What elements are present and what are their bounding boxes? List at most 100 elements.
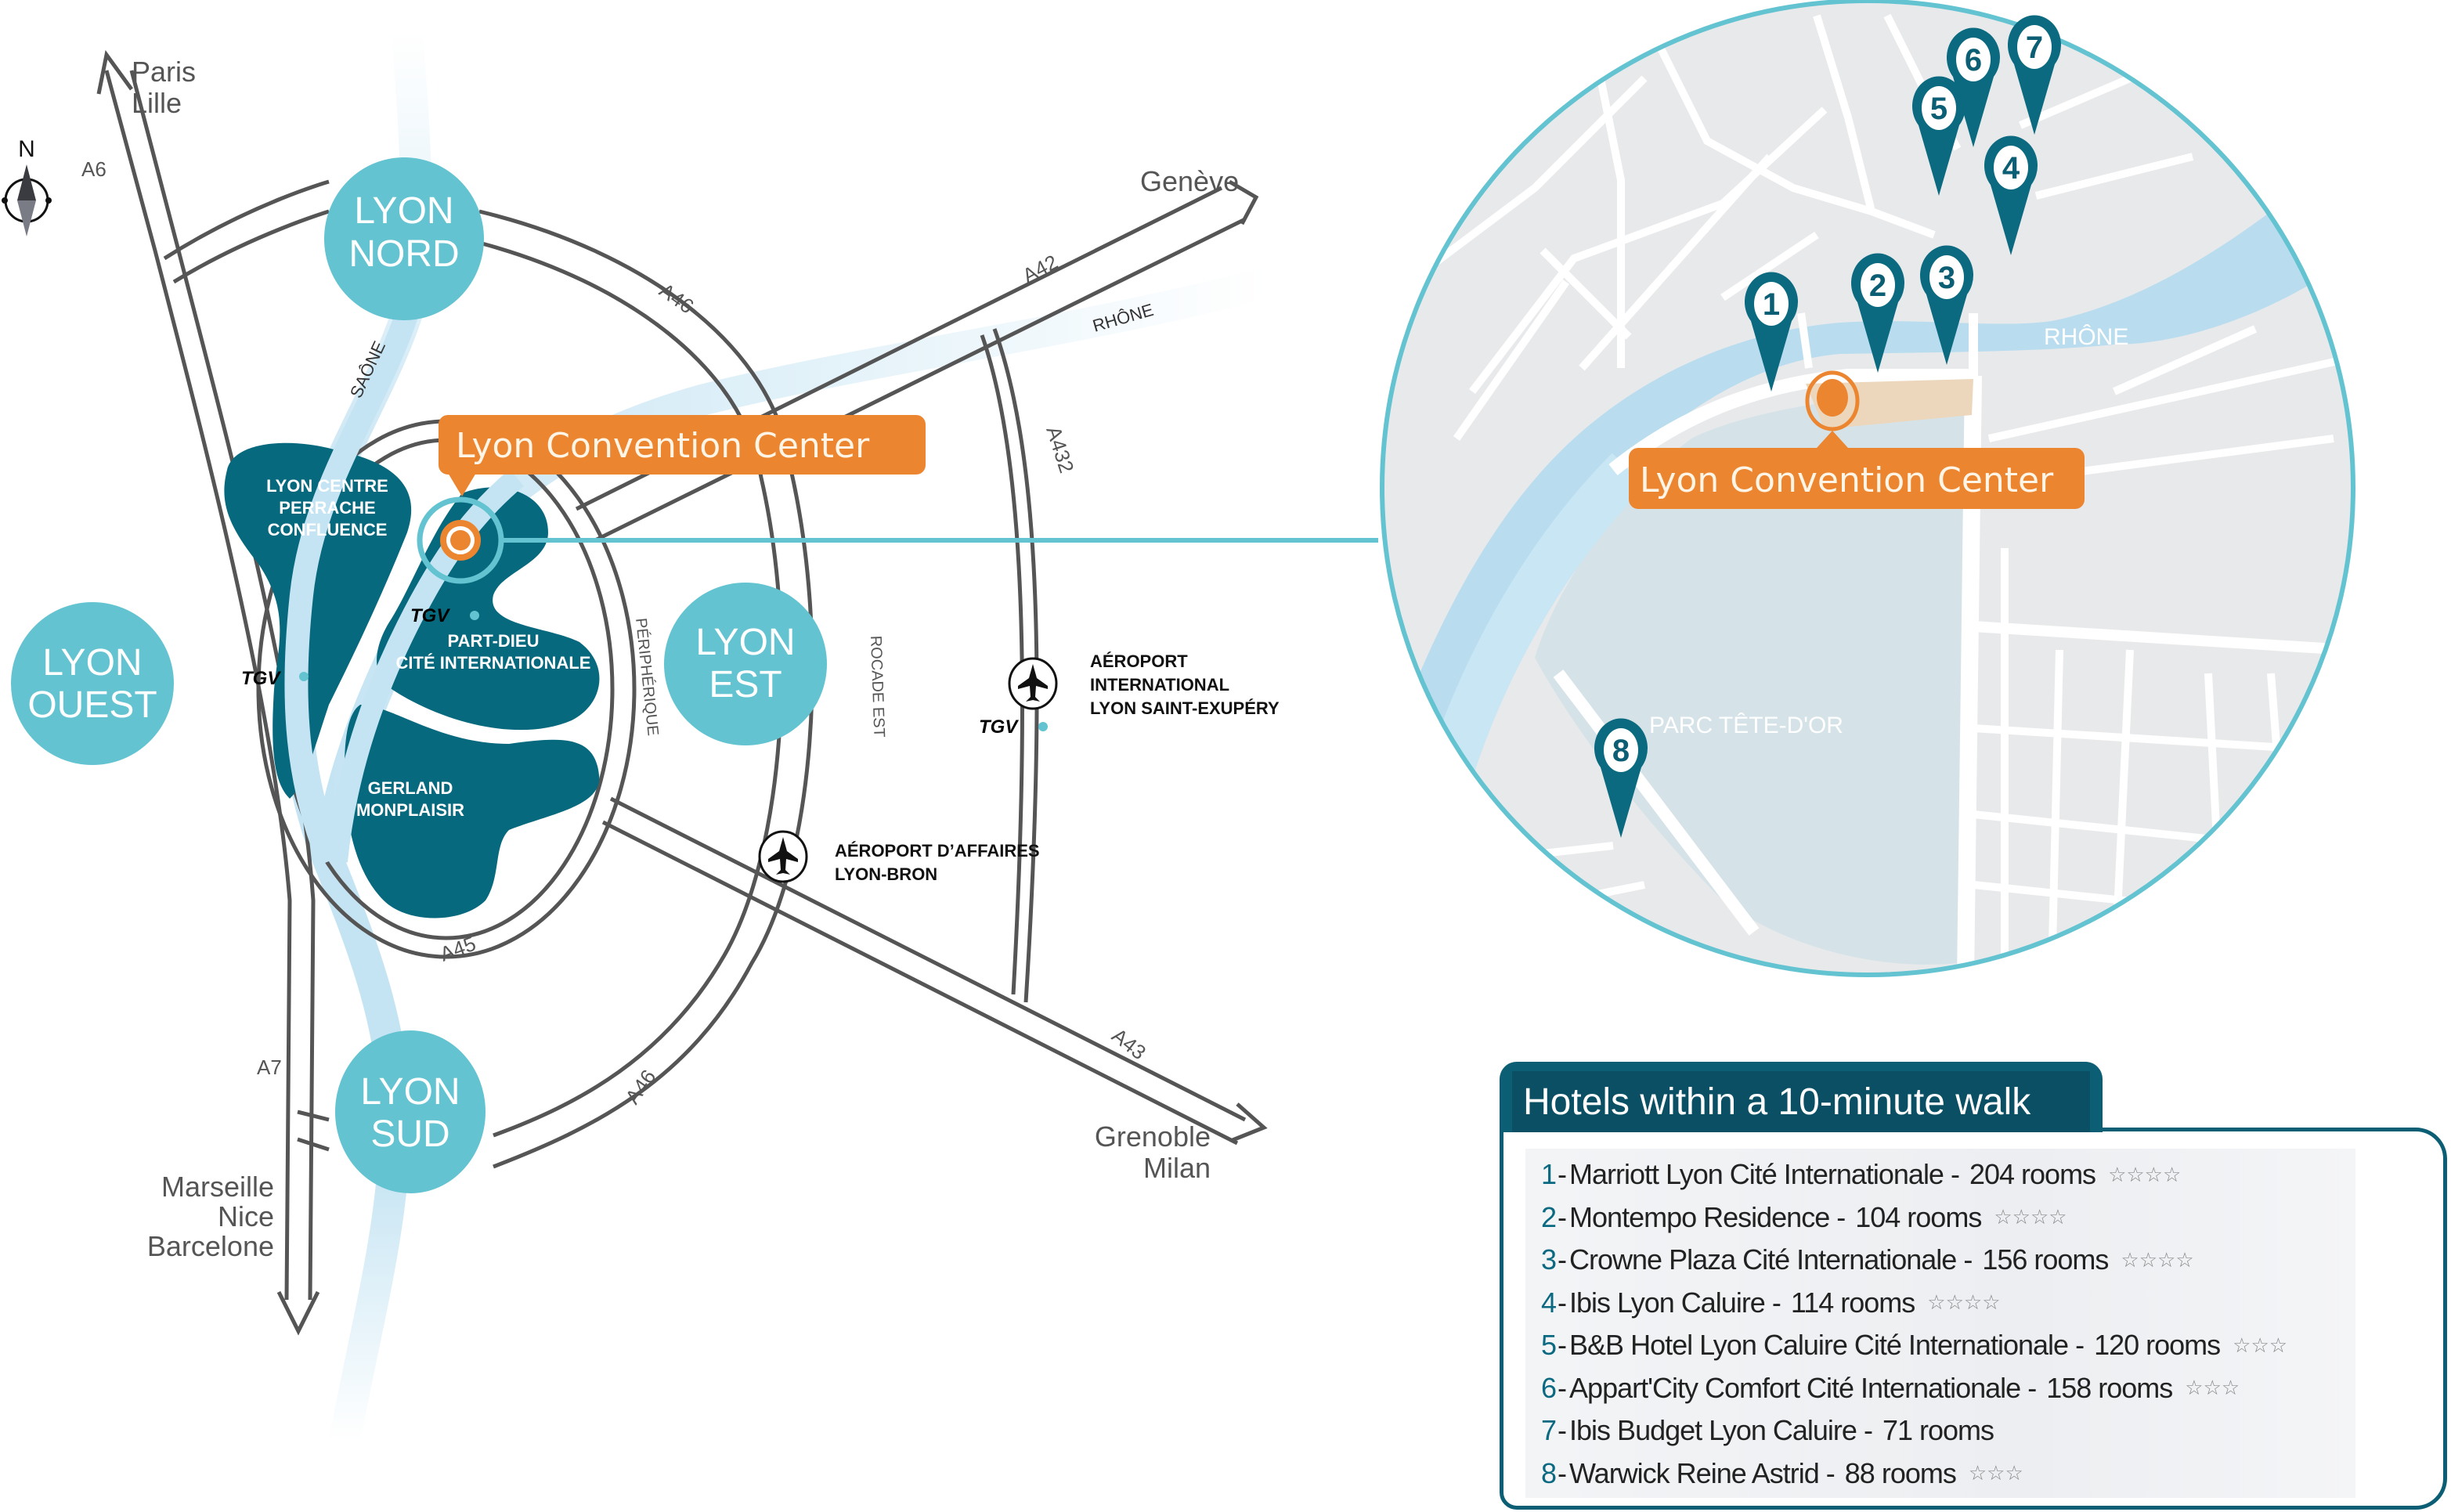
venue-callout[interactable]: Lyon Convention Center [439,415,926,496]
detail-venue-marker[interactable] [1805,370,1860,431]
hotel-list: 1 - Marriott Lyon Cité Internationale - … [1525,1149,2355,1498]
hotel-separator: - [1764,1286,1788,1319]
hotel-rooms: 71 rooms [1882,1414,1994,1447]
hotel-list-item[interactable]: 2 - Montempo Residence - 104 rooms☆☆☆☆ [1525,1196,2355,1240]
hotel-separator: - [1943,1158,1966,1191]
hotel-number: 7 [1541,1414,1557,1447]
hotel-pin-4[interactable]: 4 [1984,135,2038,255]
district-partdieu-label: PART-DIEU CITÉ INTERNATIONALE [396,631,591,673]
hotel-name: Warwick Reine Astrid [1569,1456,1820,1489]
hotel-pin-8[interactable]: 8 [1594,718,1648,838]
svg-text:LYON SAINT-EXUPÉRY: LYON SAINT-EXUPÉRY [1090,698,1280,718]
road-label-a7: A7 [257,1056,282,1079]
hotels-panel: 1 - Marriott Lyon Cité Internationale - … [1500,1128,2447,1510]
hotel-number: 5 [1541,1329,1557,1362]
detail-park-label: PARC TÊTE-D'OR [1649,713,1843,738]
star-rating-icon: ☆☆☆☆ [2121,1247,2194,1272]
district-centre-label: LYON CENTRE PERRACHE CONFLUENCE [266,476,388,539]
pin-number: 1 [1763,287,1780,322]
hotel-pin-2[interactable]: 2 [1851,253,1904,373]
hotel-number: 2 [1541,1200,1557,1233]
destination-north: Paris Lille [132,56,196,119]
hotel-list-item[interactable]: 7 - Ibis Budget Lyon Caluire - 71 rooms [1525,1409,2355,1452]
zone-lyon-est[interactable]: LYON EST [664,583,827,745]
hotel-separator: - [1558,1371,1567,1404]
road-label-a6: A6 [81,157,106,181]
hotels-title-tab: Hotels within a 10-minute walk [1500,1062,2103,1132]
district-centre-shape [224,442,412,799]
star-rating-icon: ☆☆☆ [2233,1333,2288,1357]
pin-badge [1754,282,1789,326]
zone-est-line2: EST [709,664,782,705]
hotel-name: Appart'City Comfort Cité Internationale [1569,1371,2021,1404]
hotel-separator: - [2068,1329,2092,1362]
hotel-separator: - [1558,1243,1567,1276]
zone-ouest-line1: LYON [42,642,142,684]
airport-bron[interactable]: AÉROPORT D’AFFAIRES LYON-BRON [758,830,1040,884]
road-label-a42: A42 [1019,250,1062,287]
pin-number: 2 [1869,269,1886,303]
zone-lyon-nord[interactable]: LYON NORD [324,157,484,320]
hotel-separator: - [1818,1456,1842,1489]
hotel-list-item[interactable]: 4 - Ibis Lyon Caluire - 114 rooms☆☆☆☆ [1525,1282,2355,1325]
hotel-rooms: 204 rooms [1969,1158,2096,1191]
svg-text:PART-DIEU: PART-DIEU [448,631,540,651]
destination-south: Marseille Nice Barcelone [147,1171,274,1262]
airport-saint-exupery[interactable]: AÉROPORT INTERNATIONAL LYON SAINT-EXUPÉR… [1008,651,1280,718]
compass-north-label: N [18,136,35,162]
hotel-separator: - [1856,1414,1879,1447]
compass-icon: N [2,136,52,236]
hotels-legend: 1 - Marriott Lyon Cité Internationale - … [1500,1062,2447,1510]
rhone-river-overlay [326,469,524,863]
hotel-list-item[interactable]: 5 - B&B Hotel Lyon Caluire Cité Internat… [1525,1324,2355,1367]
hotel-pin-7[interactable]: 7 [2008,15,2061,135]
hotel-rooms: 120 rooms [2094,1329,2221,1362]
tgv-logo: TGV [979,716,1019,738]
star-rating-icon: ☆☆☆☆ [1994,1205,2067,1229]
zone-nord-line1: LYON [354,190,453,232]
tgv-station-airport[interactable]: TGV [979,716,1048,738]
tgv-station-partdieu[interactable]: TGV [410,605,479,626]
hotel-pin-1[interactable]: 1 [1745,272,1798,392]
pin-number: 5 [1930,92,1947,126]
svg-text:INTERNATIONAL: INTERNATIONAL [1090,675,1229,695]
hotel-pin-5[interactable]: 5 [1912,76,1965,196]
zone-sud-line1: LYON [360,1071,460,1113]
pin-badge [1994,146,2028,189]
star-rating-icon: ☆☆☆☆ [2108,1162,2182,1186]
tgv-logo: TGV [241,668,281,689]
pin-number: 7 [2026,31,2043,65]
hotel-rooms: 156 rooms [1982,1243,2109,1276]
hotel-list-item[interactable]: 1 - Marriott Lyon Cité Internationale - … [1525,1153,2355,1196]
pin-badge [1922,86,1956,130]
zone-lyon-ouest[interactable]: LYON OUEST [11,602,174,765]
pin-number: 6 [1965,43,1982,78]
hotel-number: 1 [1541,1158,1557,1191]
hotel-separator: - [1558,1158,1567,1191]
star-rating-icon: ☆☆☆☆ [1927,1290,2001,1315]
hotel-separator: - [1558,1286,1567,1319]
zone-lyon-sud[interactable]: LYON SUD [335,1030,486,1193]
hotel-rooms: 104 rooms [1855,1200,1982,1233]
hotel-list-item[interactable]: 8 - Warwick Reine Astrid - 88 rooms☆☆☆ [1525,1452,2355,1496]
pin-badge [1929,255,1964,299]
detail-venue-callout[interactable]: Lyon Convention Center [1629,431,2085,509]
hotel-list-item[interactable]: 3 - Crowne Plaza Cité Internationale - 1… [1525,1239,2355,1282]
svg-text:AÉROPORT D’AFFAIRES: AÉROPORT D’AFFAIRES [835,841,1040,861]
saone-river-overlay [284,309,419,866]
svg-text:Nice: Nice [218,1200,274,1232]
svg-text:AÉROPORT: AÉROPORT [1090,651,1188,671]
hotel-rooms: 88 rooms [1844,1456,1957,1489]
tgv-station-perrache[interactable]: TGV [241,668,309,689]
hotel-pin-6[interactable]: 6 [1947,27,2000,147]
pin-number: 8 [1612,734,1630,768]
hotel-list-item[interactable]: 6 - Appart'City Comfort Cité Internation… [1525,1367,2355,1410]
pin-badge [2017,25,2052,69]
district-areas [224,442,600,918]
hotel-separator: - [1558,1456,1567,1489]
hotel-pin-3[interactable]: 3 [1920,245,1973,365]
hotel-number: 8 [1541,1456,1557,1489]
svg-text:LYON-BRON: LYON-BRON [835,864,937,884]
